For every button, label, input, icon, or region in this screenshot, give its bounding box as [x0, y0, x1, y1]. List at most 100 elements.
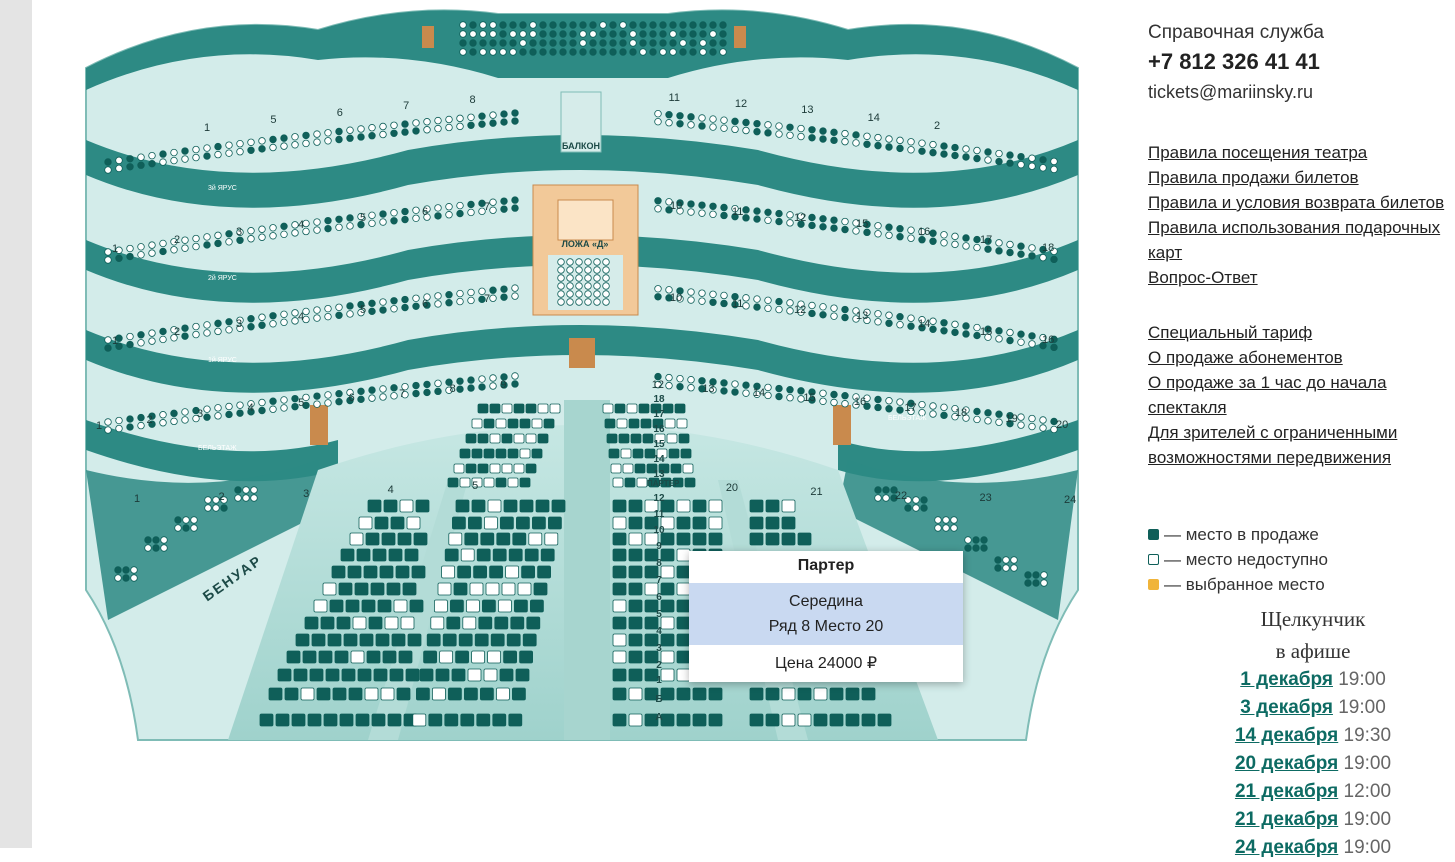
tier1-seat[interactable]: [841, 392, 849, 400]
tier2-seat[interactable]: [896, 313, 904, 321]
tier1-seat[interactable]: [203, 405, 211, 413]
balcony-upper-seat[interactable]: [479, 48, 487, 56]
parterre-rear-seat[interactable]: [483, 418, 495, 429]
link-visit-rules[interactable]: Правила посещения театра: [1148, 143, 1368, 162]
parterre-seat[interactable]: [781, 532, 796, 546]
parterre-rear-seat[interactable]: [650, 403, 662, 414]
parterre-rear-seat[interactable]: [501, 433, 513, 444]
benoir-seat[interactable]: [160, 536, 168, 544]
tier3-seat[interactable]: [995, 239, 1003, 247]
parterre-seat[interactable]: [829, 713, 844, 727]
tier1-seat[interactable]: [808, 396, 816, 404]
parterre-seat[interactable]: [660, 499, 675, 513]
parterre-seat[interactable]: [628, 599, 643, 613]
balcony-seat[interactable]: [401, 128, 409, 136]
parterre-seat[interactable]: [494, 616, 509, 630]
tier1-seat[interactable]: [962, 414, 970, 422]
parterre-rear-seat[interactable]: [537, 403, 549, 414]
parterre-rear-seat[interactable]: [674, 403, 686, 414]
parterre-seat[interactable]: [644, 599, 659, 613]
tier3-seat[interactable]: [907, 226, 915, 234]
parterre-seat[interactable]: [628, 616, 643, 630]
parterre-seat[interactable]: [676, 713, 691, 727]
parterre-seat[interactable]: [612, 516, 627, 530]
balcony-upper-seat[interactable]: [529, 30, 537, 38]
balcony-upper-seat[interactable]: [589, 48, 597, 56]
tier3-seat[interactable]: [885, 231, 893, 239]
parterre-seat[interactable]: [692, 713, 707, 727]
tier2-seat[interactable]: [775, 305, 783, 314]
balcony-seat[interactable]: [1039, 164, 1047, 172]
benoir-seat[interactable]: [964, 544, 972, 552]
tier2-seat[interactable]: [434, 300, 442, 308]
tier3-seat[interactable]: [500, 197, 508, 205]
balcony-upper-seat[interactable]: [659, 30, 667, 38]
tier3-seat[interactable]: [225, 230, 233, 238]
parterre-seat[interactable]: [749, 516, 764, 530]
balcony-seat[interactable]: [159, 158, 167, 166]
tier2-seat[interactable]: [687, 288, 695, 296]
balcony-upper-seat[interactable]: [459, 30, 467, 38]
balcony-seat[interactable]: [874, 133, 882, 142]
balcony-seat[interactable]: [995, 149, 1003, 158]
tier3-seat[interactable]: [203, 233, 211, 241]
parterre-seat[interactable]: [389, 668, 404, 682]
parterre-rear-seat[interactable]: [519, 418, 531, 429]
parterre-rear-seat[interactable]: [632, 448, 644, 459]
tier1-seat[interactable]: [192, 414, 200, 423]
parterre-seat[interactable]: [512, 532, 527, 546]
tier1-seat[interactable]: [874, 395, 882, 404]
parterre-rear-seat[interactable]: [501, 403, 513, 414]
benoir-seat[interactable]: [920, 504, 928, 512]
tier2-seat[interactable]: [951, 328, 959, 337]
parterre-seat[interactable]: [660, 599, 675, 613]
balcony-seat[interactable]: [896, 144, 904, 153]
balcony-seat[interactable]: [830, 136, 838, 145]
parterre-seat[interactable]: [765, 687, 780, 701]
balcony-upper-seat[interactable]: [709, 39, 717, 47]
balcony-seat[interactable]: [720, 116, 728, 124]
tier3-seat[interactable]: [324, 224, 332, 233]
tier1-seat[interactable]: [478, 383, 486, 391]
parterre-rear-seat[interactable]: [624, 477, 636, 488]
parterre-seat[interactable]: [749, 532, 764, 546]
parterre-seat[interactable]: [386, 582, 401, 596]
help-email[interactable]: tickets@mariinsky.ru: [1148, 82, 1313, 102]
tier3-seat[interactable]: [170, 238, 178, 246]
tier2-seat[interactable]: [819, 303, 827, 311]
parterre-seat[interactable]: [845, 713, 860, 727]
tier3-seat[interactable]: [830, 224, 838, 232]
tier1-seat[interactable]: [1039, 416, 1047, 424]
parterre-seat[interactable]: [628, 668, 643, 682]
balcony-seat[interactable]: [456, 122, 464, 131]
tier2-seat[interactable]: [148, 329, 156, 337]
loge-seat[interactable]: [593, 274, 601, 282]
benoir-seat[interactable]: [220, 496, 228, 504]
parterre-seat[interactable]: [356, 548, 371, 562]
parterre-rear-seat[interactable]: [471, 418, 483, 429]
benoir-seat[interactable]: [1010, 556, 1018, 564]
parterre-rear-seat[interactable]: [668, 448, 680, 459]
tier2-seat[interactable]: [852, 315, 860, 323]
parterre-rear-seat[interactable]: [459, 477, 471, 488]
benoir-seat[interactable]: [964, 536, 972, 544]
tier2-seat[interactable]: [742, 294, 750, 302]
parterre-rear-seat[interactable]: [678, 433, 690, 444]
balcony-upper-seat[interactable]: [649, 30, 657, 38]
tier2-seat[interactable]: [786, 307, 794, 315]
tier2-seat[interactable]: [753, 295, 761, 303]
parterre-seat[interactable]: [460, 713, 475, 727]
tier3-seat[interactable]: [709, 202, 717, 210]
tier3-seat[interactable]: [819, 223, 827, 231]
tier1-seat[interactable]: [181, 416, 189, 424]
tier3-seat[interactable]: [412, 214, 420, 222]
parterre-rear-seat[interactable]: [634, 463, 646, 474]
tier2-seat[interactable]: [137, 331, 145, 339]
balcony-seat[interactable]: [181, 155, 189, 163]
tier2-seat[interactable]: [423, 293, 431, 301]
balcony-upper-seat[interactable]: [709, 21, 717, 29]
parterre-seat[interactable]: [395, 565, 410, 579]
parterre-rear-seat[interactable]: [670, 463, 682, 474]
loge-seat[interactable]: [602, 258, 610, 266]
tier1-seat[interactable]: [126, 415, 134, 423]
